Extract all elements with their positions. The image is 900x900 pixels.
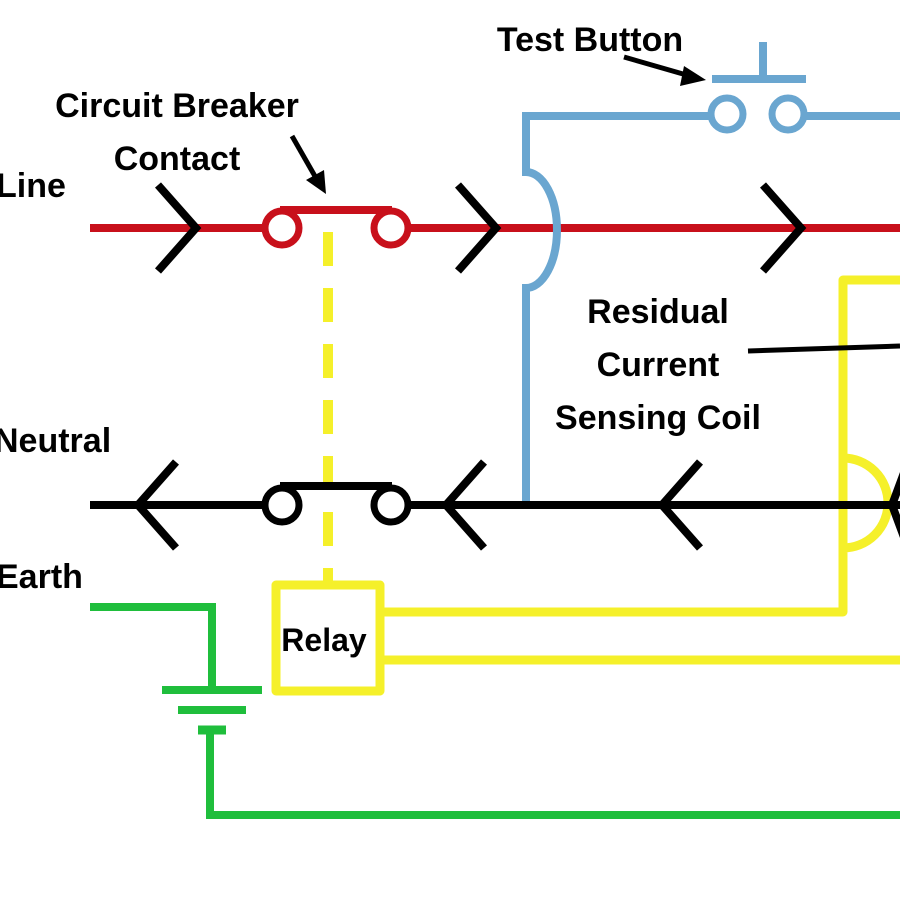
breaker-neutral-contact-left bbox=[261, 484, 303, 526]
neutral-label: Neutral bbox=[0, 422, 111, 460]
relay-wiring bbox=[271, 232, 900, 696]
earth-wire-lower bbox=[206, 730, 900, 819]
test-wire bbox=[522, 112, 710, 503]
earth-label: Earth bbox=[0, 558, 83, 596]
test-wiring bbox=[522, 42, 900, 503]
line-arrow-1 bbox=[155, 182, 202, 274]
line-arrow-2 bbox=[455, 182, 502, 274]
neutral-arrow-3 bbox=[656, 459, 703, 551]
coil-loop-wire bbox=[838, 275, 900, 458]
breaker-label-line2: Contact bbox=[114, 140, 241, 178]
test-contact-left bbox=[707, 94, 747, 134]
coil-label-line3: Sensing Coil bbox=[555, 399, 761, 437]
neutral-arrow-4 bbox=[887, 471, 900, 539]
breaker-line-contact-right bbox=[370, 207, 412, 249]
coil-pointer-line bbox=[747, 343, 900, 354]
pointer-arrows bbox=[289, 54, 900, 354]
test-pointer-line bbox=[623, 54, 691, 79]
test-contact-right bbox=[768, 94, 808, 134]
breaker-neutral-contact-right bbox=[370, 484, 412, 526]
relay-upper-wire bbox=[380, 453, 893, 617]
breaker-pointer-head bbox=[306, 170, 326, 194]
neutral-wiring bbox=[90, 459, 900, 551]
coil-label-line1: Residual bbox=[587, 293, 729, 331]
breaker-pointer-line bbox=[289, 134, 319, 180]
relay-box bbox=[271, 580, 385, 696]
neutral-arrow-1 bbox=[132, 459, 179, 551]
neutral-arrow-2 bbox=[440, 459, 487, 551]
breaker-label-line1: Circuit Breaker bbox=[55, 87, 299, 125]
line-label: Line bbox=[0, 167, 66, 205]
breaker-line-contact-left bbox=[261, 207, 303, 249]
line-arrow-3 bbox=[760, 182, 807, 274]
test-pointer-head bbox=[680, 66, 706, 86]
labels: Test Button Circuit Breaker Contact Line… bbox=[0, 21, 761, 658]
coil-label-line2: Current bbox=[597, 346, 720, 384]
earth-wire-upper bbox=[90, 603, 216, 690]
test-button-label: Test Button bbox=[497, 21, 683, 59]
relay-label: Relay bbox=[281, 622, 367, 658]
earth-wiring bbox=[90, 603, 900, 819]
line-arrows bbox=[155, 182, 807, 274]
